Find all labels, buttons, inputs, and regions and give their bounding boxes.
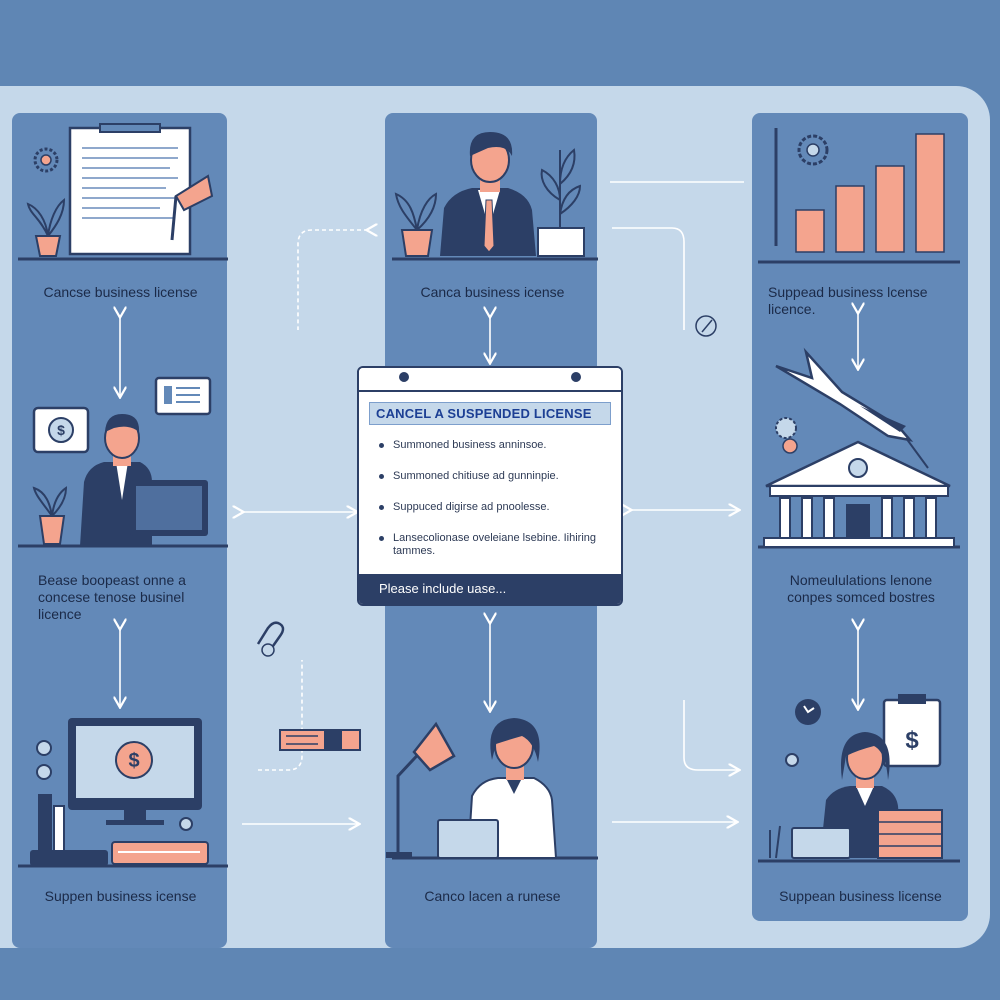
bar-chart-icon xyxy=(774,128,945,253)
right-caption-top: Suppead business lcense licence. xyxy=(768,284,928,317)
card-checklist: Summoned business anninsoe. Summoned chi… xyxy=(359,439,621,558)
gear-icon xyxy=(797,134,829,166)
left-caption-mid: Bease boopeast onne a concese tenose bus… xyxy=(38,572,186,622)
right-caption-mid: Nomeululations lenone conpes somced bost… xyxy=(787,572,935,605)
horizontal-connectors xyxy=(242,181,744,824)
binder-ring-icon xyxy=(571,372,581,382)
clock-icon xyxy=(785,699,821,767)
checklist-item: Lansecolionase oveleiane lsebine. Iihiri… xyxy=(379,532,607,558)
ticket-stub-icon xyxy=(279,729,361,751)
potted-plant-icon xyxy=(394,192,438,257)
office-worker-figure xyxy=(80,414,208,546)
clipboard-dollar-icon: $ xyxy=(882,694,942,768)
desk-lamp-icon xyxy=(386,721,456,858)
center-caption-top: Canca business icense xyxy=(420,284,565,300)
coin-stack-icon xyxy=(36,740,193,831)
document-icon xyxy=(68,123,192,256)
card-binder-strip xyxy=(359,368,621,392)
speech-bubble-dollar-icon: $ xyxy=(32,406,90,454)
left-caption-top: Cancse business license xyxy=(43,284,198,300)
monitor-dollar-icon: $ xyxy=(68,718,202,825)
right-caption-bottom: Suppean business license xyxy=(779,888,942,904)
book-stack-icon xyxy=(30,794,209,866)
manager-figure xyxy=(440,132,536,256)
cancel-license-card: CANCEL A SUSPENDED LICENSE Summoned busi… xyxy=(357,366,623,606)
paperclip-icon xyxy=(256,621,285,657)
binder-ring-icon xyxy=(399,372,409,382)
checklist-item: Suppuced digirse ad pnoolesse. xyxy=(379,501,607,514)
gear-icon xyxy=(33,147,59,173)
chat-bubble-icon xyxy=(154,376,212,416)
dollar-symbol: $ xyxy=(905,727,919,754)
checklist-item: Summoned chitiuse ad gunninpie. xyxy=(379,470,607,483)
potted-plant-icon xyxy=(32,486,68,545)
potted-plant-icon xyxy=(26,197,66,257)
potted-plant-icon xyxy=(537,148,585,257)
dollar-symbol: $ xyxy=(57,422,65,438)
clerk-figure xyxy=(769,732,943,859)
card-title: CANCEL A SUSPENDED LICENSE xyxy=(369,402,611,425)
employee-figure xyxy=(437,718,558,859)
left-caption-bottom: Suppen business icense xyxy=(44,888,197,904)
dollar-symbol: $ xyxy=(128,750,139,772)
paperclip-icon xyxy=(695,315,717,337)
hand-pen-icon xyxy=(170,174,214,241)
bank-building-icon xyxy=(763,440,955,548)
checklist-item: Summoned business anninsoe. xyxy=(379,439,607,452)
scissors-icon xyxy=(775,347,929,469)
card-footer-note: Please include uase... xyxy=(359,574,621,604)
gear-icon xyxy=(775,417,798,454)
center-caption-bottom: Canco lacen a runese xyxy=(424,888,561,904)
vertical-arrows xyxy=(120,312,858,710)
